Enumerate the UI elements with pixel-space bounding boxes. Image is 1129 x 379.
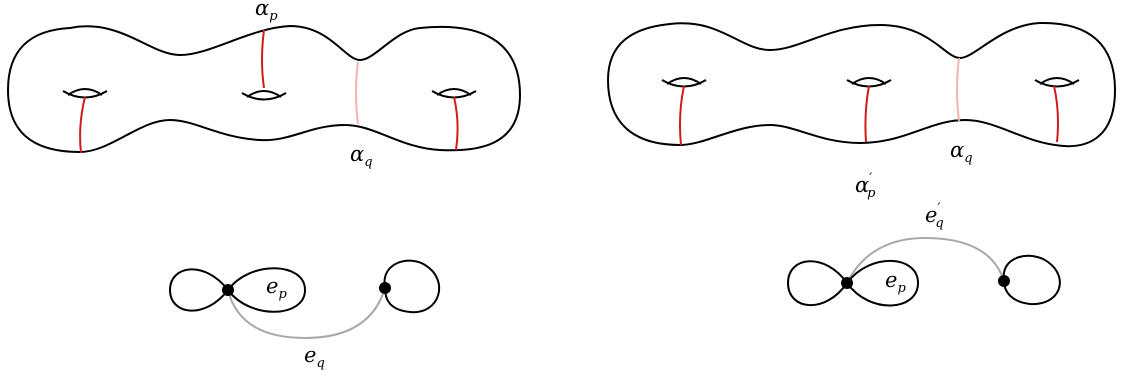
left-hole-3 bbox=[432, 89, 476, 98]
right-graph-vertex-1 bbox=[841, 277, 853, 289]
left-graph-vertex-2 bbox=[379, 282, 391, 294]
left-hole-2 bbox=[242, 91, 286, 100]
right-graph-vertex-2 bbox=[998, 275, 1010, 287]
left-graph-loop-left bbox=[170, 269, 228, 310]
right-hole-2 bbox=[847, 78, 891, 87]
right-red-curve-alpha-p-prime bbox=[865, 86, 869, 142]
right-red-curve-1 bbox=[680, 86, 684, 145]
left-graph-vertex-1 bbox=[222, 284, 234, 296]
label-e-q-prime: e′q bbox=[925, 201, 944, 231]
left-pink-curve-alpha-q bbox=[356, 62, 358, 124]
right-surface-outline bbox=[608, 23, 1115, 146]
label-e-p-right: ep bbox=[885, 268, 906, 296]
left-graph-gray-edge-eq bbox=[228, 288, 385, 338]
right-graph-loop-left bbox=[788, 261, 847, 305]
label-e-q-left: eq bbox=[304, 343, 325, 371]
right-graph-gray-edge-eq-prime bbox=[847, 238, 1004, 283]
label-alpha-p-top: αp bbox=[255, 0, 278, 24]
right-pink-curve-alpha-q bbox=[957, 58, 959, 121]
right-red-curve-3 bbox=[1054, 86, 1058, 142]
right-graph-loop-right bbox=[1004, 256, 1060, 304]
label-alpha-p-prime: α′p bbox=[855, 171, 876, 201]
left-graph-loop-right bbox=[384, 261, 439, 313]
left-genus3-surface: αp αq bbox=[8, 0, 520, 170]
right-genus3-surface: α′p αq bbox=[608, 23, 1115, 201]
label-alpha-q-left: αq bbox=[350, 142, 373, 170]
label-alpha-q-right: αq bbox=[950, 138, 973, 166]
left-red-curve-3 bbox=[454, 97, 458, 150]
label-e-p-left: ep bbox=[266, 274, 287, 302]
left-red-curve-1 bbox=[80, 97, 85, 153]
right-hole-1 bbox=[662, 78, 706, 87]
right-hole-3 bbox=[1035, 78, 1079, 87]
left-red-curve-alpha-p bbox=[262, 30, 264, 88]
right-graph: ep e′q bbox=[788, 201, 1060, 306]
left-hole-1 bbox=[63, 89, 107, 98]
left-graph: ep eq bbox=[170, 261, 439, 371]
